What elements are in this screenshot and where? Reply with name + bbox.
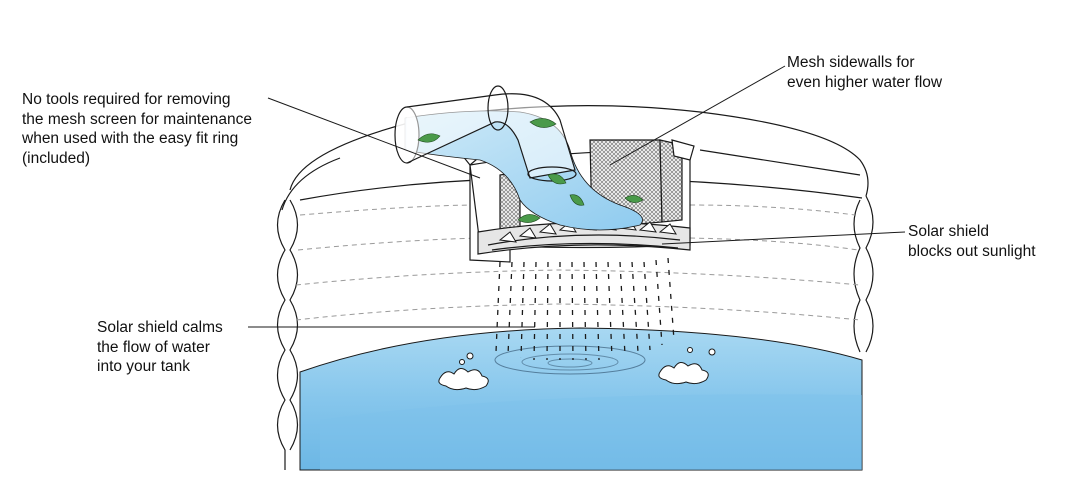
water-splashes xyxy=(438,347,716,391)
leaves xyxy=(417,118,644,223)
falling-water xyxy=(495,257,675,361)
leader-lines xyxy=(248,65,906,328)
callout-mesh-sidewalls: Mesh sidewalls for even higher water flo… xyxy=(787,54,943,91)
tank-interior-bands xyxy=(295,204,861,321)
callout-solar-shield-blocks: Solar shield blocks out sunlight xyxy=(908,223,1036,260)
callout-easy-fit-ring: No tools required for removing the mesh … xyxy=(22,91,253,167)
tank-water xyxy=(299,327,863,471)
tank-walls xyxy=(276,195,874,470)
inlet-pipe xyxy=(394,85,577,182)
callout-solar-shield-calms: Solar shield calms the flow of water int… xyxy=(97,319,223,375)
